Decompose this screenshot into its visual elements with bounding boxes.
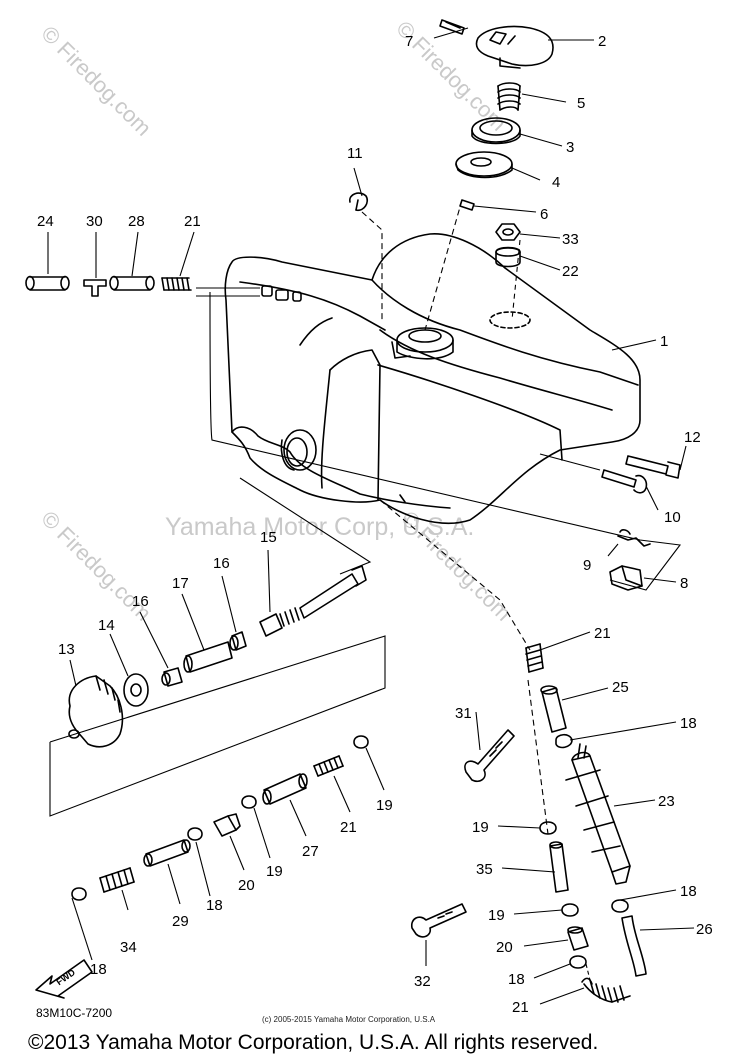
callout-20-left: 20 (238, 877, 255, 894)
callout-19-lower-right: 19 (488, 907, 505, 924)
callout-34: 34 (120, 939, 137, 956)
callout-15: 15 (260, 529, 277, 546)
callout-4: 4 (552, 174, 560, 191)
callout-2: 2 (598, 33, 606, 50)
copyright-notice: ©2013 Yamaha Motor Corporation, U.S.A. A… (28, 1031, 599, 1054)
callout-13: 13 (58, 641, 75, 658)
callout-17: 17 (172, 575, 189, 592)
callout-19-left: 19 (376, 797, 393, 814)
callout-21-left: 21 (340, 819, 357, 836)
callouts: 7 2 5 3 4 6 33 22 1 11 24 30 28 21 12 10… (37, 33, 713, 1016)
callout-29: 29 (172, 913, 189, 930)
lower-left-hose-chain (71, 735, 369, 901)
fwd-arrow (35, 959, 93, 999)
callout-7: 7 (405, 33, 413, 50)
callout-16-lower: 16 (132, 593, 149, 610)
watermark-top-left: © Firedog.com (36, 21, 156, 141)
callout-6: 6 (540, 206, 548, 223)
callout-23: 23 (658, 793, 675, 810)
callout-32: 32 (414, 973, 431, 990)
callout-18-right: 18 (680, 715, 697, 732)
callout-16-upper: 16 (213, 555, 230, 572)
callout-11: 11 (347, 145, 363, 162)
callout-26: 26 (696, 921, 713, 938)
callout-27: 27 (302, 843, 319, 860)
callout-19-mid: 19 (266, 863, 283, 880)
callout-5: 5 (577, 95, 585, 112)
diagram-code: 83M10C-7200 (36, 1006, 112, 1020)
callout-12: 12 (684, 429, 701, 446)
callout-18-mid: 18 (206, 897, 223, 914)
callout-24: 24 (37, 213, 54, 230)
callout-8: 8 (680, 575, 688, 592)
leader-lines (47, 27, 695, 1005)
hose-parts-top-left (25, 275, 192, 297)
watermark-center: Yamaha Motor Corp, U.S.A. (165, 513, 474, 541)
callout-25: 25 (612, 679, 629, 696)
callout-3: 3 (566, 139, 574, 156)
callout-21-bottom: 21 (512, 999, 529, 1016)
bolts-12-10 (601, 455, 681, 494)
callout-28: 28 (128, 213, 145, 230)
callout-21: 21 (184, 213, 201, 230)
callout-30: 30 (86, 213, 103, 230)
fuel-cap-assembly (439, 19, 554, 268)
callout-9: 9 (583, 557, 591, 574)
callout-35: 35 (476, 861, 493, 878)
callout-31: 31 (455, 705, 472, 722)
fuel-tank (224, 233, 641, 524)
brackets-9-8 (609, 529, 651, 591)
callout-14: 14 (98, 617, 115, 634)
callout-18-left: 18 (90, 961, 107, 978)
callout-21-right: 21 (594, 625, 611, 642)
callout-10: 10 (664, 509, 681, 526)
small-copyright: (c) 2005-2015 Yamaha Motor Corporation, … (262, 1015, 436, 1024)
callout-1: 1 (660, 333, 668, 350)
callout-18-far-right: 18 (680, 883, 697, 900)
callout-18-lower-right: 18 (508, 971, 525, 988)
right-hose-group (410, 643, 647, 1003)
callout-22: 22 (562, 263, 579, 280)
callout-20-right: 20 (496, 939, 513, 956)
callout-33: 33 (562, 231, 579, 248)
left-group (68, 565, 367, 748)
callout-19-right: 19 (472, 819, 489, 836)
clip-11 (349, 192, 369, 212)
